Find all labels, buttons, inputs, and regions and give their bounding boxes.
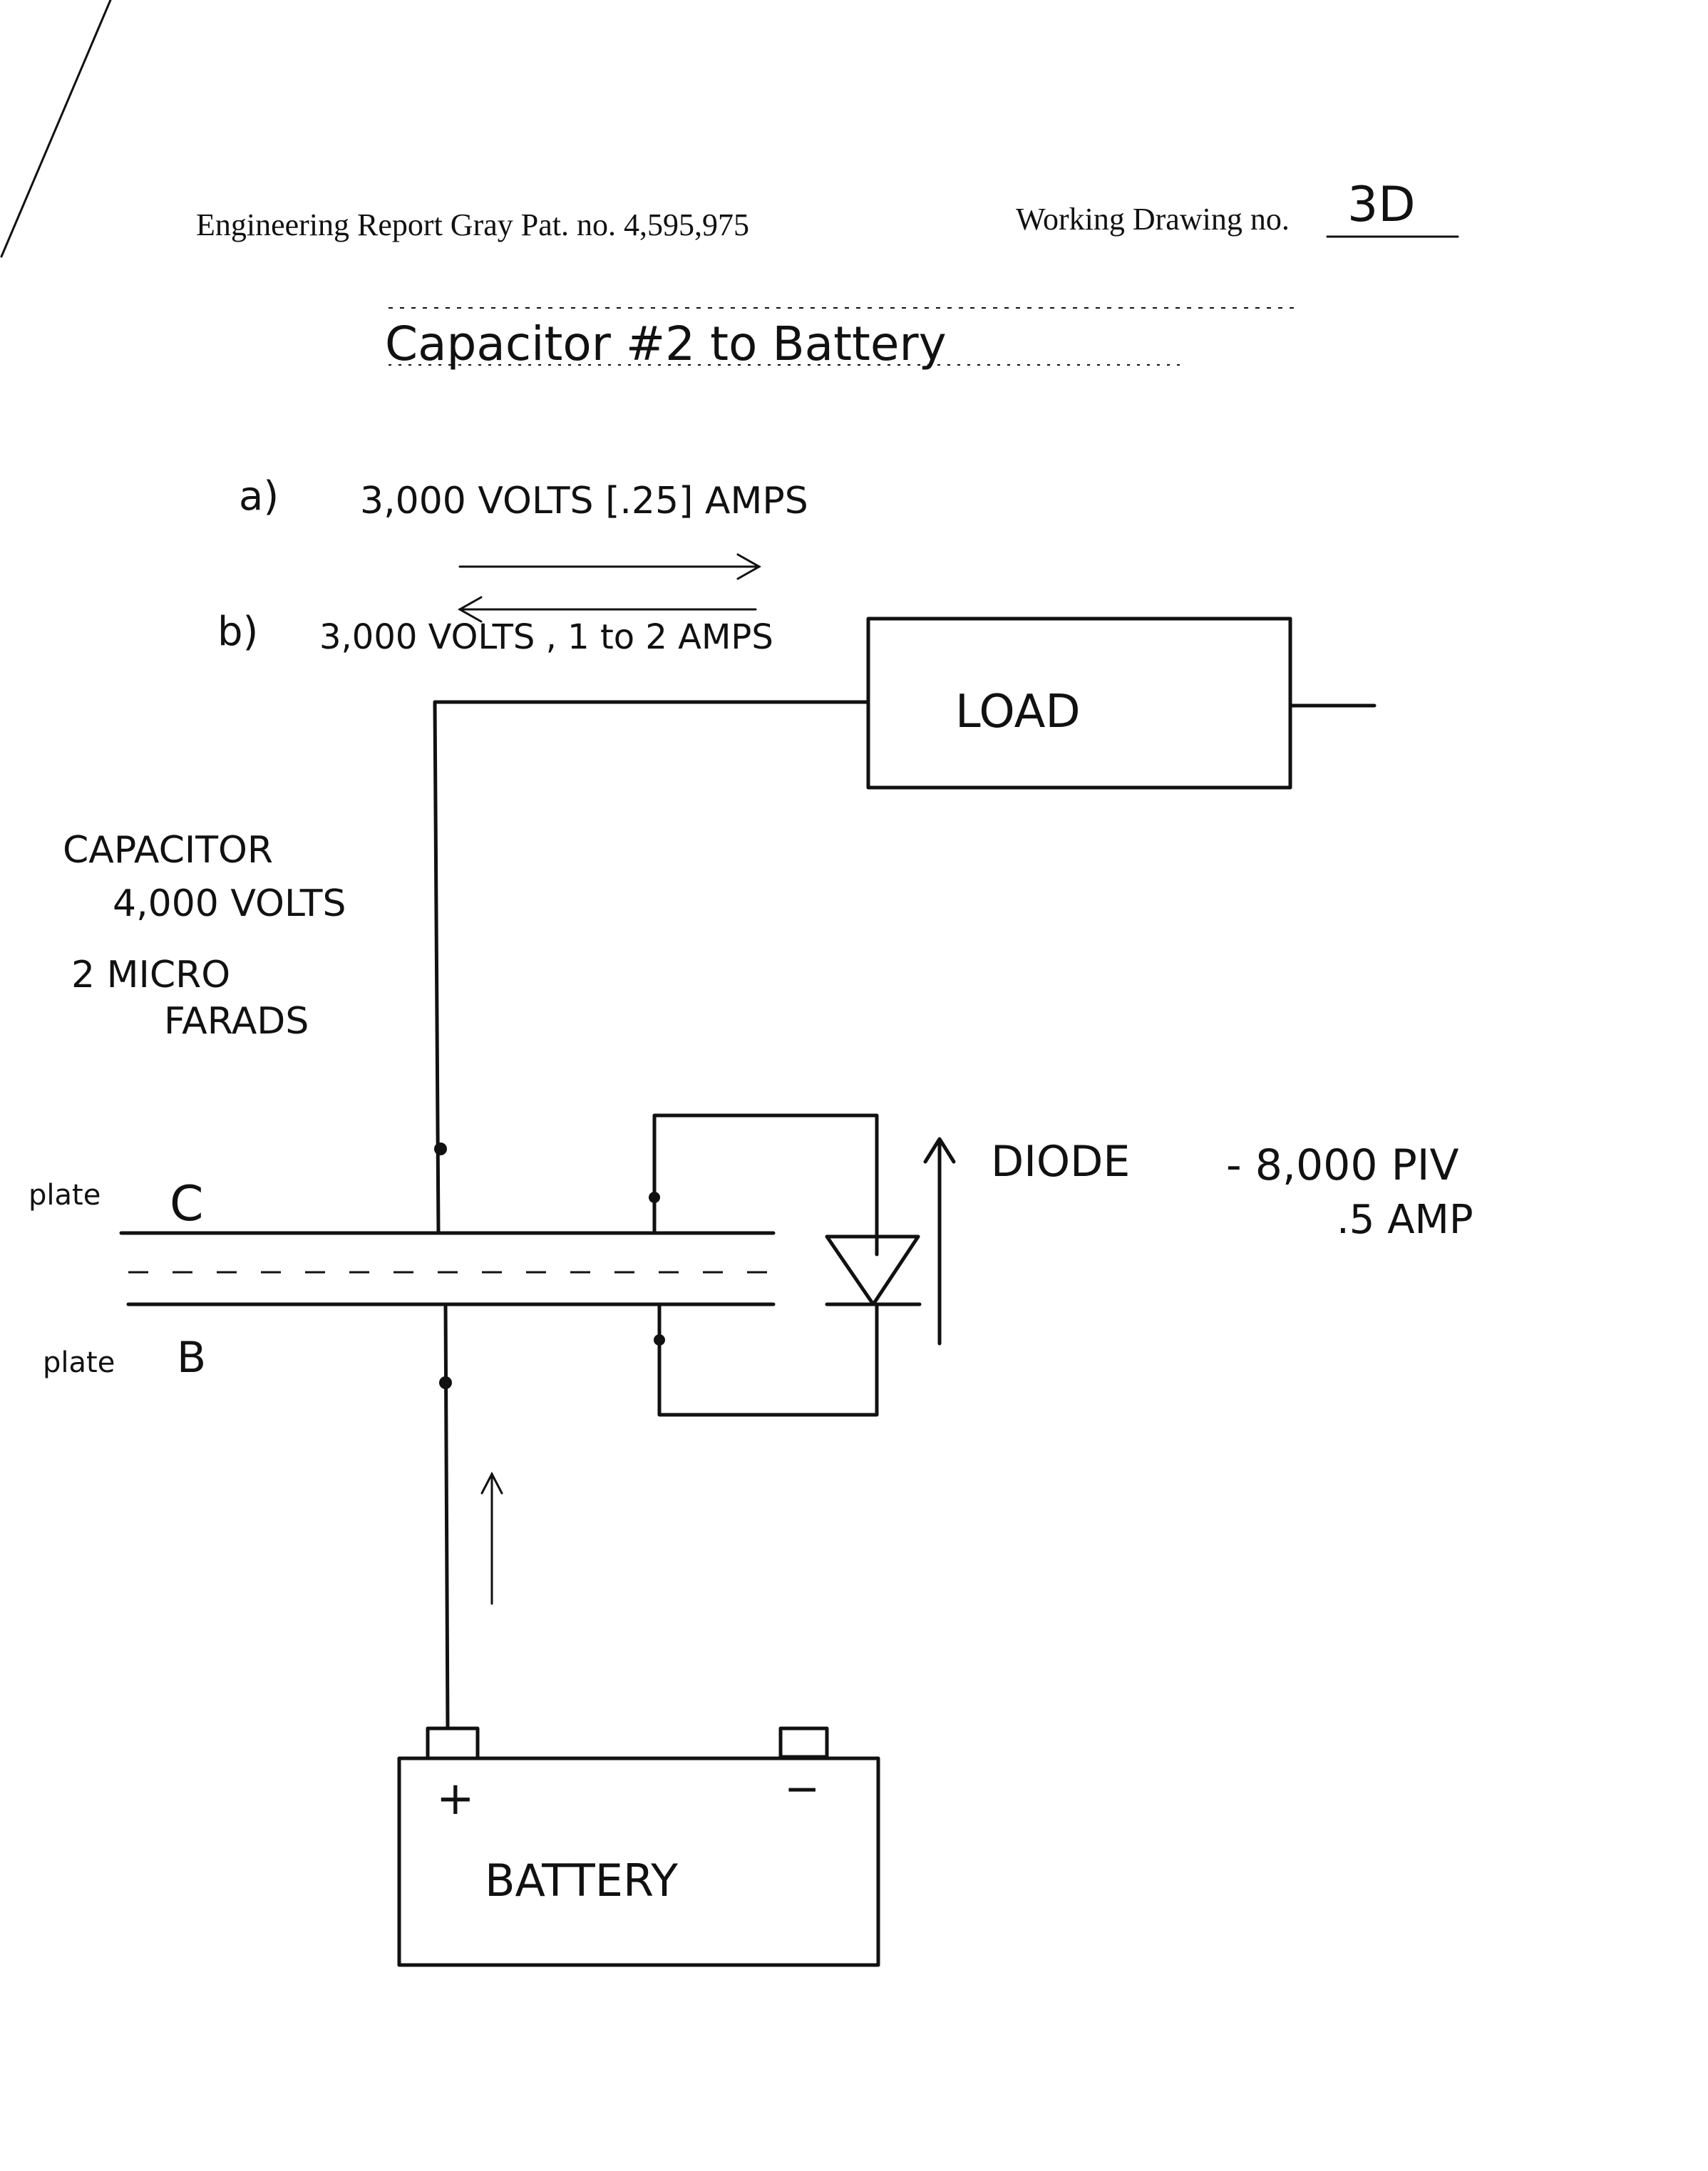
page-edge-line (0, 0, 112, 258)
battery-body (397, 1756, 880, 1967)
diode-arrow-head (923, 1137, 956, 1164)
diode-piv: - 8,000 PIV (1226, 1140, 1459, 1190)
capacitor-voltage: 4,000 VOLTS (113, 882, 346, 925)
battery-label: BATTERY (485, 1855, 678, 1907)
drawing-number-label: Working Drawing no. (1016, 202, 1290, 237)
capacitor-unit: FARADS (164, 1000, 309, 1043)
plate-b-label: plate (43, 1346, 115, 1379)
note-a-text: 3,000 VOLTS [.25] AMPS (360, 480, 808, 522)
battery-negative-terminal (778, 1726, 829, 1759)
note-b-text: 3,000 VOLTS , 1 to 2 AMPS (319, 617, 773, 657)
capacitor-capacitance: 2 MICRO (71, 954, 230, 996)
reverse-arrow-head (457, 596, 483, 623)
forward-arrow-head (736, 553, 762, 580)
load-to-plate-c-wire (433, 700, 870, 1235)
battery-plus: + (436, 1773, 475, 1825)
battery-positive-terminal (426, 1726, 480, 1760)
plate-c-letter: C (170, 1176, 203, 1232)
diode-symbol (825, 1234, 920, 1306)
plate-b-letter: B (177, 1333, 206, 1383)
plate-c-label: plate (29, 1179, 101, 1212)
report-header: Engineering Report Gray Pat. no. 4,595,9… (196, 207, 749, 242)
diode-amp: .5 AMP (1337, 1197, 1473, 1243)
note-a-label: a) (239, 473, 279, 520)
plate-b-to-battery-wire (443, 1302, 450, 1731)
capacitor-label: CAPACITOR (63, 829, 273, 872)
diode-bottom-loop (657, 1302, 879, 1417)
diode-top-loop (652, 1113, 879, 1257)
junction-dot-top (434, 1143, 447, 1155)
current-arrow-head (480, 1471, 503, 1495)
diagram-title: Capacitor #2 to Battery (385, 316, 947, 371)
load-label: LOAD (955, 686, 1081, 738)
drawing-number: 3D (1347, 177, 1416, 233)
note-b-label: b) (217, 609, 258, 655)
diode-label: DIODE (991, 1137, 1130, 1187)
battery-minus: − (784, 1764, 820, 1814)
